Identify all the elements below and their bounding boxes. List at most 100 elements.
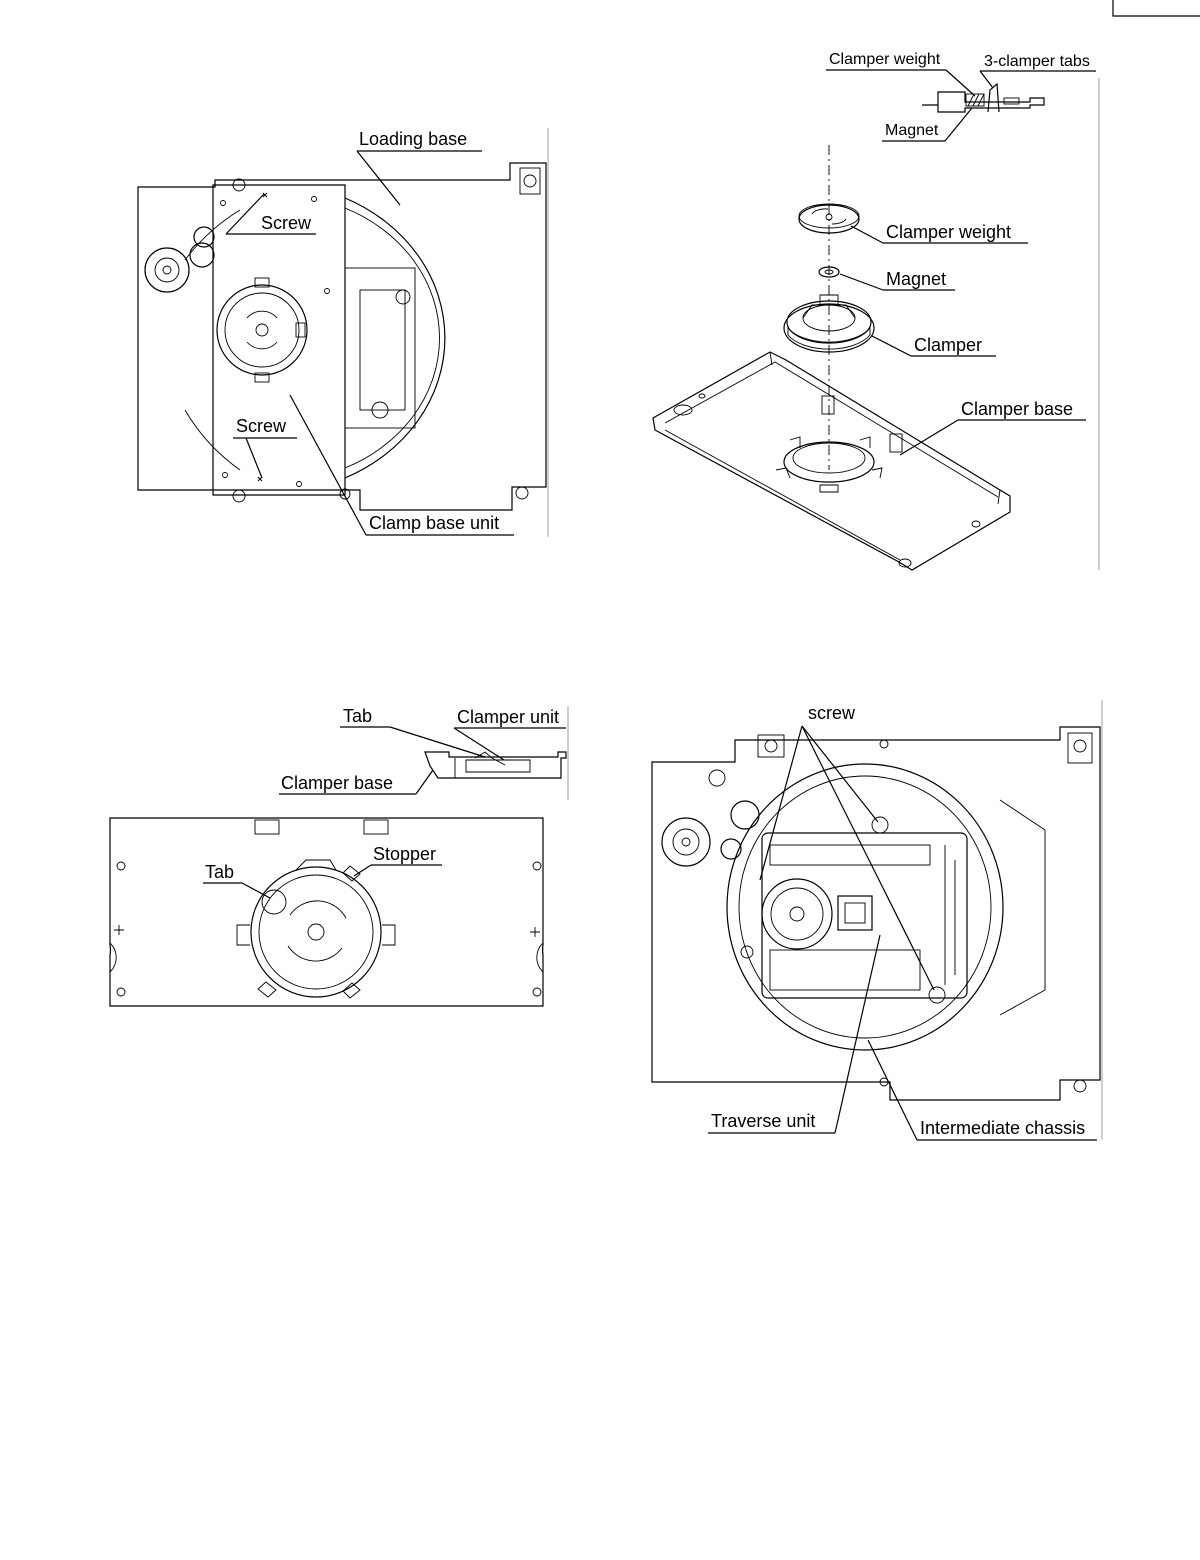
disc-tray-arc: [184, 209, 241, 261]
clamper-weight-drawing: [798, 203, 860, 229]
intermediate-chassis-label: Intermediate chassis: [920, 1118, 1085, 1138]
disc-tray-arc: [344, 207, 440, 469]
clamper-tab: [254, 277, 270, 288]
loading-base-drawing: [137, 162, 547, 511]
chassis-hole: [1073, 1079, 1087, 1093]
magnet-detail: [965, 93, 985, 107]
leader-line: [225, 193, 265, 235]
leader-line: [850, 225, 884, 244]
tab-detail: [987, 82, 1000, 113]
screw-hole: [740, 945, 754, 959]
leader-line: [289, 394, 367, 536]
traverse-unit-drawing: [769, 844, 931, 866]
clamp-base-unit-label: Clamp base unit: [369, 513, 499, 533]
clamper-base-detail-label: Clamper base: [281, 773, 393, 793]
clamper-seat-drawing: [775, 436, 883, 493]
plate-notch: [536, 942, 544, 973]
disc-tray-arc: [999, 799, 1046, 1016]
stopper-drawing: [257, 981, 277, 998]
leader-line: [867, 1039, 918, 1141]
plate-rivet: [222, 472, 228, 478]
leader-line: [356, 150, 401, 206]
clamper-tab: [254, 372, 270, 383]
figure-traverse-unit: screw Traverse unit Intermediate chassis: [651, 700, 1103, 1141]
leader-line: [801, 725, 935, 991]
leader-line: [389, 726, 486, 758]
screw-label: Screw: [261, 213, 312, 233]
traverse-unit-label: Traverse unit: [711, 1111, 815, 1131]
screw-label: screw: [808, 703, 856, 723]
stopper-label: Stopper: [373, 844, 436, 864]
spindle-motor-drawing: [770, 887, 824, 941]
gear-drawing: [708, 769, 726, 787]
chassis-hole: [1073, 739, 1087, 753]
leader-line: [944, 107, 973, 142]
detail-clamper-weight-label: Clamper weight: [829, 51, 941, 68]
traverse-drawing: [395, 289, 411, 305]
traverse-unit-drawing: [769, 949, 921, 991]
clamper-base-drawing: [664, 361, 999, 498]
loading-base-slot: [519, 167, 541, 195]
stopper-drawing: [342, 865, 361, 882]
magnet-drawing: [824, 269, 834, 275]
leader-line: [759, 725, 803, 881]
clamper-drawing: [246, 341, 278, 350]
section-detail-drawing: [424, 751, 567, 779]
plate-rivet: [324, 288, 330, 294]
plate-rivet: [311, 196, 317, 202]
leader-line: [871, 335, 912, 357]
gear-drawing: [681, 837, 691, 847]
base-tab: [821, 395, 835, 415]
figure-clamper-unit: Tab Clamper unit Clamper base Stopper: [109, 706, 569, 1007]
clamper-unit-plan-drawing: [307, 923, 325, 941]
detail-clamper-tabs-label: 3-clamper tabs: [984, 53, 1090, 70]
gear-drawing: [193, 226, 215, 248]
leader-line: [839, 273, 884, 291]
gear-drawing: [189, 242, 215, 268]
clamper-drawing: [216, 284, 308, 376]
gear-drawing: [720, 838, 742, 860]
plate-hole: [116, 987, 126, 997]
clamper-unit-label: Clamper unit: [457, 707, 559, 727]
tab-detail-label: Tab: [343, 706, 372, 726]
base-tab: [889, 433, 903, 453]
leader-line: [979, 70, 994, 89]
clamper-drawing: [786, 300, 872, 344]
detail-section-drawing: [922, 91, 1045, 113]
loading-base-hole: [523, 174, 537, 188]
clamper-base-drawing: [652, 351, 1011, 571]
leader-line: [945, 69, 976, 97]
hatch-detail: [1003, 97, 1020, 105]
section-detail-drawing: [454, 758, 531, 778]
chassis-slot: [757, 734, 785, 758]
leader-line: [353, 864, 372, 877]
clamper-base-drawing: [664, 429, 901, 561]
clamper-label: Clamper: [914, 335, 982, 355]
gear-drawing: [144, 247, 190, 293]
clamper-base-plan-drawing: [109, 817, 544, 1007]
clamper-drawing: [787, 326, 871, 350]
clamper-weight-label: Clamper weight: [886, 222, 1011, 242]
clamper-weight-drawing: [825, 213, 833, 221]
plate-hole: [898, 558, 912, 568]
magnet-label: Magnet: [886, 269, 946, 289]
traverse-drawing: [344, 267, 416, 429]
intermediate-chassis-drawing: [738, 775, 992, 1039]
screw-mark: [262, 192, 268, 198]
pickup-drawing: [837, 895, 873, 931]
clamper-tab: [295, 322, 306, 338]
stopper-drawing: [342, 982, 361, 999]
plate-slot: [254, 819, 280, 835]
gear-drawing: [154, 257, 180, 283]
intermediate-chassis-drawing: [726, 763, 1004, 1051]
leader-line: [415, 769, 434, 795]
magnet-drawing: [818, 266, 840, 278]
traverse-unit-drawing: [761, 832, 968, 999]
detail-magnet-label: Magnet: [885, 122, 939, 139]
clamper-drawing: [255, 323, 269, 337]
plate-slot: [363, 819, 389, 835]
chassis-hole: [879, 739, 889, 749]
clamp-base-unit-drawing: [212, 184, 346, 496]
screw-mark: [530, 927, 540, 937]
